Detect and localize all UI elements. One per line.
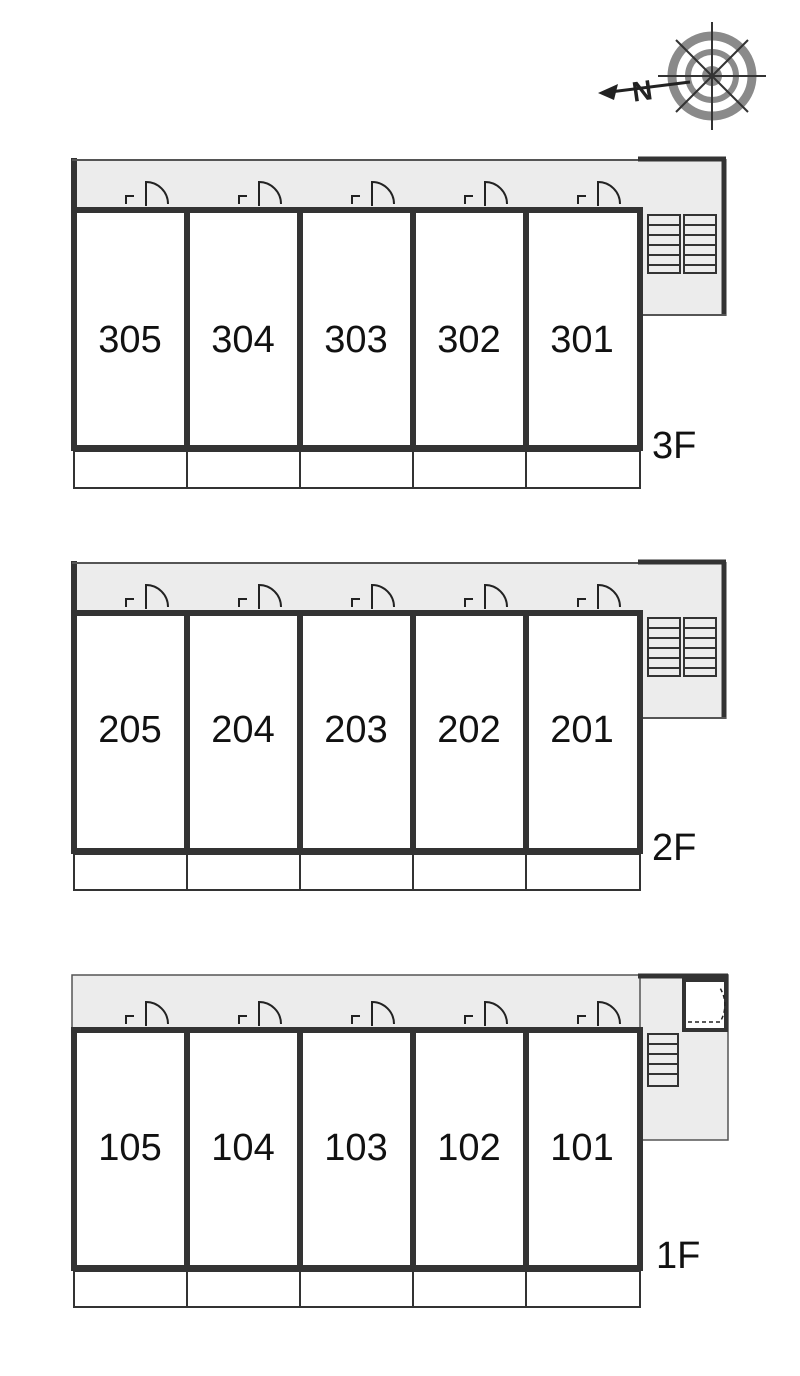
floor-label-3f: 3F bbox=[652, 425, 696, 467]
floor-label-2f: 2F bbox=[652, 827, 696, 869]
floor-label-1f: 1F bbox=[656, 1235, 700, 1277]
staircase bbox=[647, 214, 717, 274]
unit-202: 202 bbox=[437, 709, 500, 751]
unit-302: 302 bbox=[437, 319, 500, 361]
unit-304: 304 bbox=[211, 319, 274, 361]
floor-1f: 105 104 103 102 101 1F bbox=[71, 973, 729, 1308]
doors bbox=[125, 1000, 621, 1026]
unit-305: 305 bbox=[98, 319, 161, 361]
unit-303: 303 bbox=[324, 319, 387, 361]
doors bbox=[125, 180, 621, 206]
unit-201: 201 bbox=[550, 709, 613, 751]
unit-301: 301 bbox=[550, 319, 613, 361]
compass-rose-icon: N bbox=[598, 22, 766, 130]
staircase bbox=[647, 617, 717, 677]
floor-3f: 305 304 303 302 301 3F bbox=[71, 156, 727, 489]
unit-101: 101 bbox=[550, 1127, 613, 1169]
unit-204: 204 bbox=[211, 709, 274, 751]
floor-2f: 205 204 203 202 201 2F bbox=[71, 559, 727, 891]
unit-205: 205 bbox=[98, 709, 161, 751]
unit-203: 203 bbox=[324, 709, 387, 751]
unit-103: 103 bbox=[324, 1127, 387, 1169]
unit-105: 105 bbox=[98, 1127, 161, 1169]
balconies bbox=[73, 853, 641, 891]
north-label: N bbox=[630, 74, 654, 108]
balconies bbox=[73, 450, 641, 489]
doors bbox=[125, 583, 621, 609]
staircase bbox=[647, 1033, 679, 1087]
unit-104: 104 bbox=[211, 1127, 274, 1169]
unit-102: 102 bbox=[437, 1127, 500, 1169]
balconies bbox=[73, 1270, 641, 1308]
